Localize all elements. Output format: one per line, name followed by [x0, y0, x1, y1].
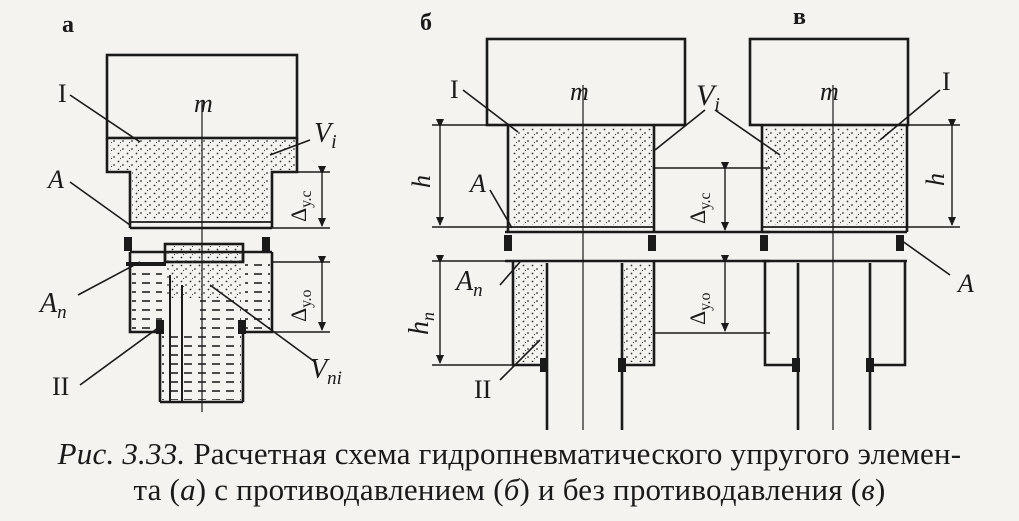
hp-label-b: hп	[404, 312, 438, 335]
gas-label-b: I	[450, 75, 459, 104]
figure-caption: Рис. 3.33. Расчетная схема гидропневмати…	[0, 436, 1019, 508]
gas-label-a: I	[58, 79, 67, 108]
mass-block-c	[748, 37, 910, 127]
liquid-region-a	[132, 264, 162, 330]
h-label-b: h	[407, 175, 436, 188]
caption-seg-2: ) с противодавлением (	[195, 472, 504, 507]
panel-letter-b: б	[420, 10, 432, 36]
seal-label-c: A	[956, 269, 974, 298]
delta-o-label-a: Δу.о	[286, 289, 315, 322]
mass-block-b	[485, 37, 687, 127]
cylinder-b	[506, 125, 656, 232]
caption-prefix: Рис. 3.33.	[57, 436, 186, 471]
mass-label-c: m	[820, 77, 839, 106]
mass-label-a: m	[194, 89, 213, 118]
aux-volume-label-a: Vпi	[310, 354, 342, 389]
gas-label-c: I	[942, 67, 951, 96]
volume-label-a: Vi	[314, 118, 337, 153]
mass-label-b: m	[570, 77, 589, 106]
h-label-c: h	[921, 173, 950, 186]
caption-ital-a: а	[180, 472, 196, 507]
seal-label-a: A	[46, 165, 64, 194]
caption-line-2: та (а) с противодавлением (б) и без прот…	[0, 472, 1019, 508]
caption-seg-1: та (	[133, 472, 181, 507]
seal-label-b: A	[468, 169, 486, 198]
volume-label-b: Vi	[696, 79, 720, 116]
panel-a	[69, 53, 330, 412]
panel-letter-c: в	[793, 4, 806, 30]
delta-c-label-b: Δу.с	[685, 192, 714, 224]
cylinder-c	[760, 125, 909, 232]
aux-label-b: II	[474, 375, 491, 404]
panel-letter-a: а	[62, 12, 74, 38]
caption-seg-4: )	[874, 472, 886, 507]
figure-diagram: а m I Vi A Aп II Vпi Δу.с Δу.о б m I Vi …	[38, 4, 974, 430]
caption-line-1: Рис. 3.33. Расчетная схема гидропневмати…	[0, 436, 1019, 472]
aux-seal-label-b: Aп	[454, 266, 483, 301]
gas-chamber-c	[765, 127, 905, 225]
aux-seal-label-a: Aп	[38, 288, 67, 323]
caption-ital-c: в	[861, 472, 875, 507]
delta-c-label-a: Δу.с	[286, 190, 315, 222]
gas-chamber-b	[511, 127, 652, 225]
caption-line1-text: Расчетная схема гидропневматического упр…	[193, 436, 962, 471]
delta-o-label-b: Δу.о	[685, 292, 714, 325]
caption-seg-3: ) и без противодавления (	[519, 472, 862, 507]
aux-chamber-b	[515, 263, 545, 362]
panel-c	[748, 37, 960, 430]
aux-label-a: II	[52, 372, 69, 401]
panel-b	[432, 37, 781, 430]
caption-ital-b: б	[503, 472, 520, 507]
